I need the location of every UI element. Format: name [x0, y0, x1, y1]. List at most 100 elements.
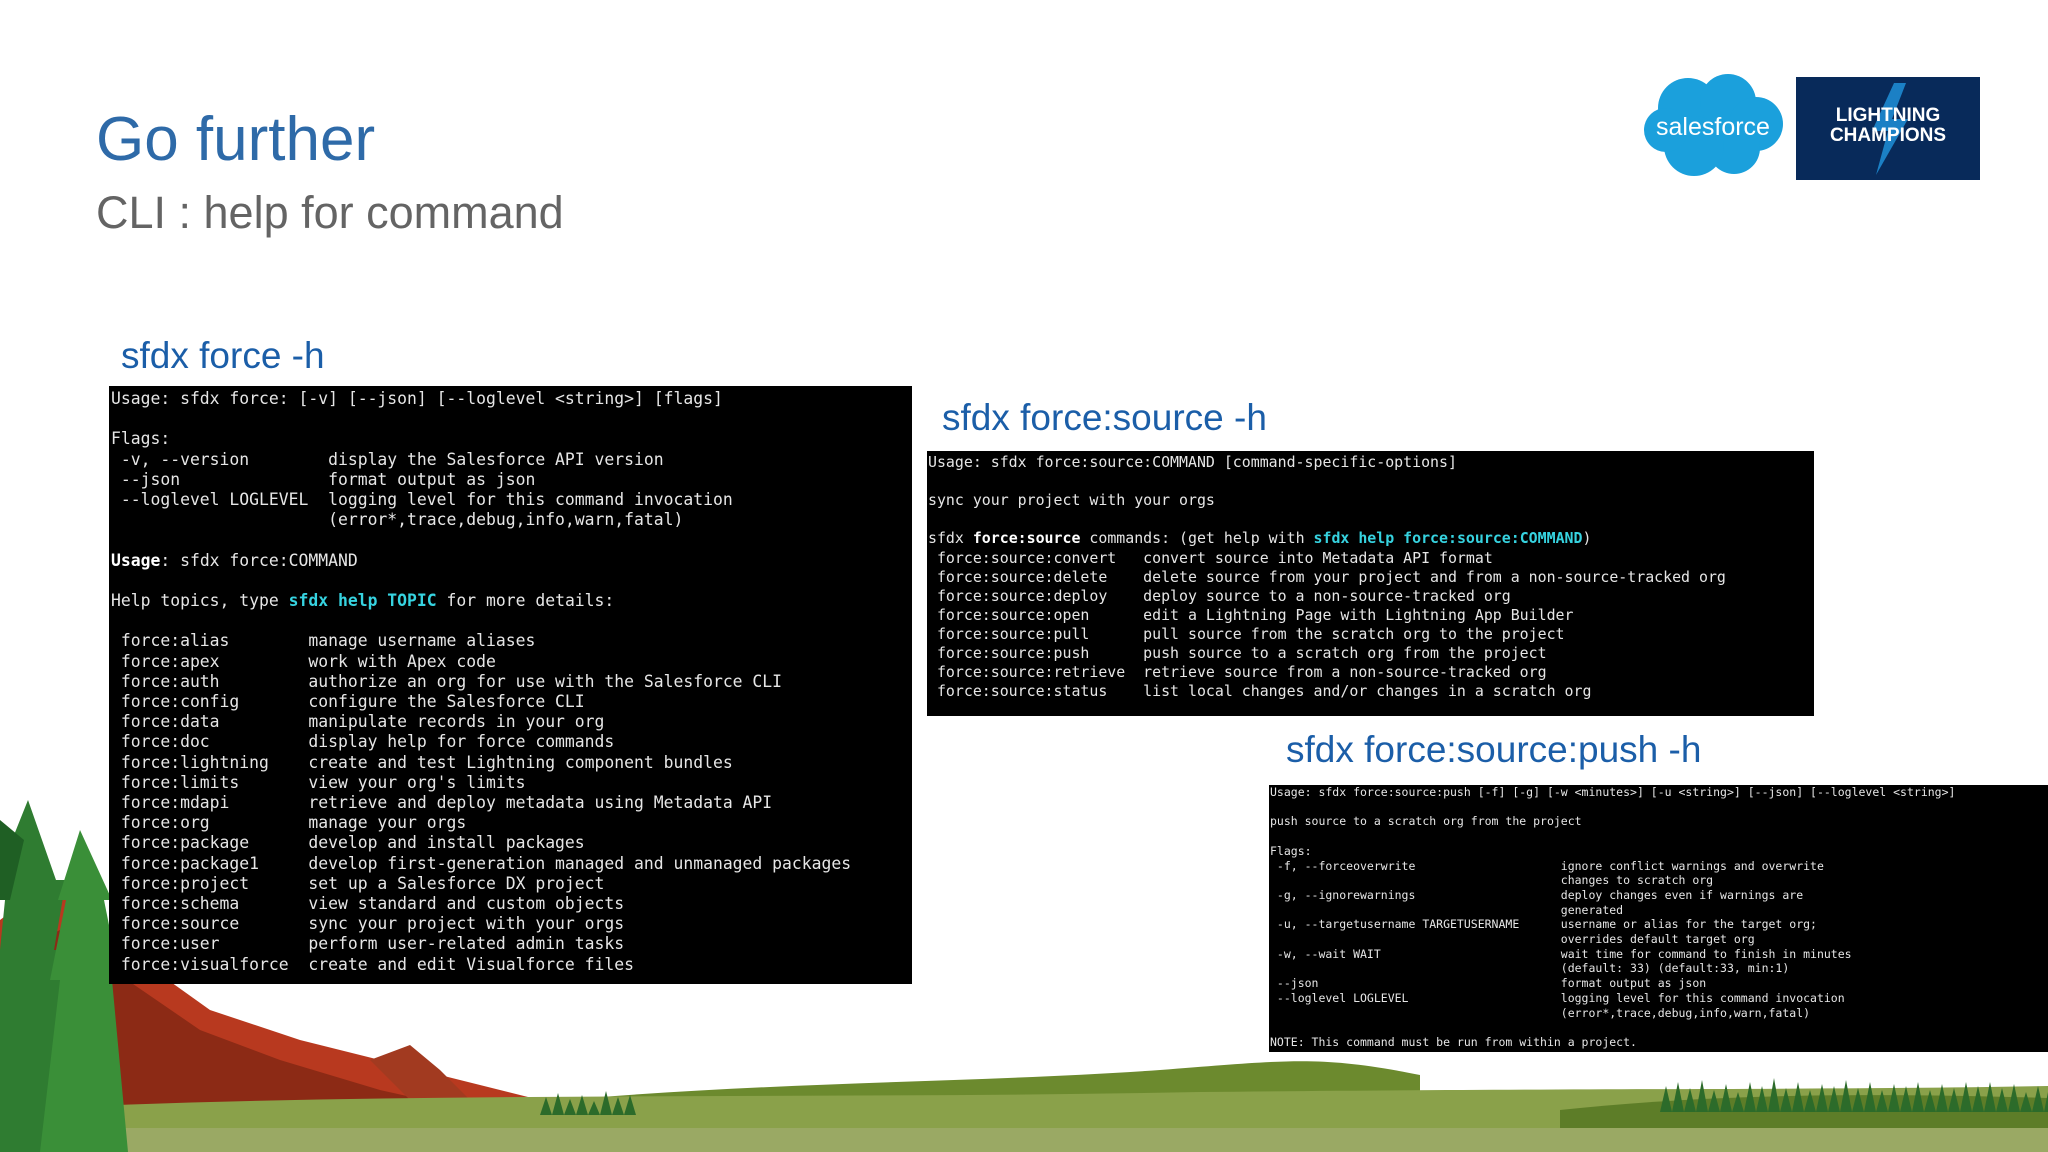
terminal-line: (default: 33) (default:33, min:1): [1270, 961, 1790, 976]
terminal-text: force:package develop and install packag…: [111, 833, 585, 853]
terminal-line: force:source:open edit a Lightning Page …: [928, 605, 1574, 624]
terminal-text: force:alias manage username aliases: [111, 631, 536, 651]
terminal-highlight-text: sfdx help TOPIC: [288, 591, 437, 610]
lightning-logo-line2: CHAMPIONS: [1829, 125, 1947, 146]
terminal-line: --loglevel LOGLEVEL logging level for th…: [111, 490, 733, 509]
terminal-line: force:package1 develop first-generation …: [111, 854, 851, 873]
terminal-line: force:mdapi retrieve and deploy metadata…: [111, 793, 772, 812]
terminal-line: force:source:status list local changes a…: [928, 682, 1591, 700]
terminal-text: force:source:delete delete source from y…: [928, 567, 1726, 586]
terminal-line: force:auth authorize an org for use with…: [111, 672, 782, 691]
terminal-line: force:source:convert convert source into…: [928, 549, 1493, 567]
terminal-text: changes to scratch org: [1270, 873, 1714, 888]
terminal-line: -w, --wait WAIT wait time for command to…: [1270, 947, 1852, 961]
terminal-text: force:source sync your project with your…: [111, 914, 625, 934]
terminal-line: changes to scratch org: [1270, 873, 1713, 887]
terminal-line: force:org manage your orgs: [111, 813, 466, 832]
terminal-text: force:source:convert convert source into…: [928, 548, 1493, 567]
terminal-line: force:source:delete delete source from y…: [928, 568, 1726, 586]
panel-caption-force-source: sfdx force:source -h: [942, 397, 1267, 438]
terminal-line: NOTE: This command must be run from with…: [1270, 1035, 1637, 1049]
terminal-line: overrides default target org: [1270, 932, 1755, 946]
terminal-text: Usage: sfdx force:source:COMMAND [comman…: [928, 453, 1457, 471]
terminal-line: -g, --ignorewarnings deploy changes even…: [1270, 888, 1803, 902]
terminal-text: force:limits view your org's limits: [111, 772, 526, 792]
terminal-line: Usage: sfdx force:source:COMMAND [comman…: [928, 453, 1457, 471]
terminal-text: force:source:retrieve retrieve source fr…: [928, 663, 1547, 682]
terminal-line: force:visualforce create and edit Visual…: [111, 955, 634, 974]
terminal-text: force:user perform user-related admin ta…: [111, 934, 625, 954]
terminal-text: force:auth authorize an org for use with…: [111, 671, 783, 691]
terminal-line: force:source:deploy deploy source to a n…: [928, 587, 1511, 605]
terminal-force-help: Usage: sfdx force: [-v] [--json] [--logl…: [109, 386, 912, 984]
terminal-line: force:source:pull pull source from the s…: [928, 625, 1565, 643]
terminal-line: --loglevel LOGLEVEL logging level for th…: [1270, 991, 1845, 1005]
panel-caption-force-source-push: sfdx force:source:push -h: [1286, 729, 1702, 770]
terminal-text: -u, --targetusername TARGETUSERNAME user…: [1270, 917, 1817, 932]
terminal-line: force:package develop and install packag…: [111, 833, 585, 852]
terminal-line: (error*,trace,debug,info,warn,fatal): [1270, 1006, 1810, 1020]
terminal-line: force:lightning create and test Lightnin…: [111, 753, 733, 772]
terminal-line: (error*,trace,debug,info,warn,fatal): [111, 510, 683, 529]
terminal-line: force:limits view your org's limits: [111, 772, 526, 792]
terminal-line: push source to a scratch org from the pr…: [1270, 814, 1582, 828]
terminal-text: force:source:pull pull source from the s…: [928, 624, 1565, 643]
terminal-text: force:visualforce create and edit Visual…: [111, 954, 635, 974]
terminal-line: --json format output as json: [1270, 976, 1706, 990]
terminal-text: force:source:push push source to a scrat…: [928, 644, 1547, 662]
slide-subtitle: CLI : help for command: [96, 187, 564, 238]
terminal-text: overrides default target org: [1270, 932, 1755, 946]
terminal-line: -v, --version display the Salesforce API…: [111, 450, 664, 469]
lightning-logo-line1: LIGHTNING: [1835, 105, 1941, 126]
terminal-text: force:source:open edit a Lightning Page …: [928, 605, 1574, 624]
salesforce-cloud-logo-icon: salesforce: [1644, 74, 1783, 176]
terminal-text: force:source:status list local changes a…: [928, 682, 1592, 701]
terminal-line: force:source:retrieve retrieve source fr…: [928, 663, 1547, 681]
salesforce-logo-text: salesforce: [1656, 113, 1770, 141]
terminal-text: -w, --wait WAIT wait time for command to…: [1270, 946, 1852, 961]
terminal-text: --loglevel LOGLEVEL logging level for th…: [1270, 990, 1845, 1005]
distant-treeline: [540, 1078, 2048, 1115]
terminal-text: force:org manage your orgs: [111, 813, 467, 833]
terminal-text: ): [1582, 529, 1592, 548]
terminal-text: --loglevel LOGLEVEL logging level for th…: [111, 490, 733, 509]
tree-icon: [0, 800, 128, 1152]
terminal-text: Usage: sfdx force:source:push [-f] [-g] …: [1270, 785, 1956, 799]
terminal-text: Help topics, type: [111, 591, 289, 610]
terminal-line: sfdx force:source commands: (get help wi…: [928, 529, 1591, 547]
terminal-text: for more details:: [436, 591, 615, 610]
terminal-text: Flags:: [111, 429, 171, 449]
terminal-text: Usage: [111, 550, 161, 570]
terminal-text: : sfdx force:COMMAND: [160, 550, 358, 570]
terminal-text: (error*,trace,debug,info,warn,fatal): [1270, 1005, 1811, 1020]
terminal-highlight-text: sfdx help force:source:COMMAND: [1313, 529, 1583, 548]
terminal-text: force:project set up a Salesforce DX pro…: [111, 873, 605, 893]
terminal-text: force:mdapi retrieve and deploy metadata…: [111, 793, 773, 812]
terminal-text: force:lightning create and test Lightnin…: [111, 752, 733, 772]
terminal-text: --json format output as json: [111, 469, 536, 489]
terminal-line: -f, --forceoverwrite ignore conflict war…: [1270, 859, 1824, 873]
terminal-line: Flags:: [111, 429, 170, 448]
terminal-text: (error*,trace,debug,info,warn,fatal): [111, 510, 684, 530]
terminal-text: generated: [1270, 902, 1624, 917]
terminal-line: Usage: sfdx force: [-v] [--json] [--logl…: [111, 389, 723, 408]
terminal-text: Usage: sfdx force: [-v] [--json] [--logl…: [111, 389, 723, 408]
terminal-force-source-help: Usage: sfdx force:source:COMMAND [comman…: [927, 451, 1814, 716]
terminal-line: Usage: sfdx force:COMMAND: [111, 551, 358, 570]
green-hills: [0, 1061, 2048, 1152]
terminal-text: force:config configure the Salesforce CL…: [111, 692, 585, 711]
terminal-line: force:data manipulate records in your or…: [111, 712, 605, 731]
terminal-line: force:user perform user-related admin ta…: [111, 934, 624, 953]
terminal-line: generated: [1270, 903, 1623, 917]
terminal-line: force:config configure the Salesforce CL…: [111, 692, 585, 711]
terminal-text: (default: 33) (default:33, min:1): [1270, 961, 1790, 976]
terminal-line: Help topics, type sfdx help TOPIC for mo…: [111, 591, 614, 610]
terminal-line: --json format output as json: [111, 470, 535, 489]
terminal-line: sync your project with your orgs: [928, 491, 1215, 509]
terminal-text: Flags:: [1270, 843, 1312, 858]
terminal-text: force:package1 develop first-generation …: [111, 853, 852, 873]
terminal-text: -v, --version display the Salesforce API…: [111, 449, 664, 469]
terminal-text: force:doc display help for force command…: [111, 732, 615, 752]
terminal-text: force:apex work with Apex code: [111, 651, 496, 671]
